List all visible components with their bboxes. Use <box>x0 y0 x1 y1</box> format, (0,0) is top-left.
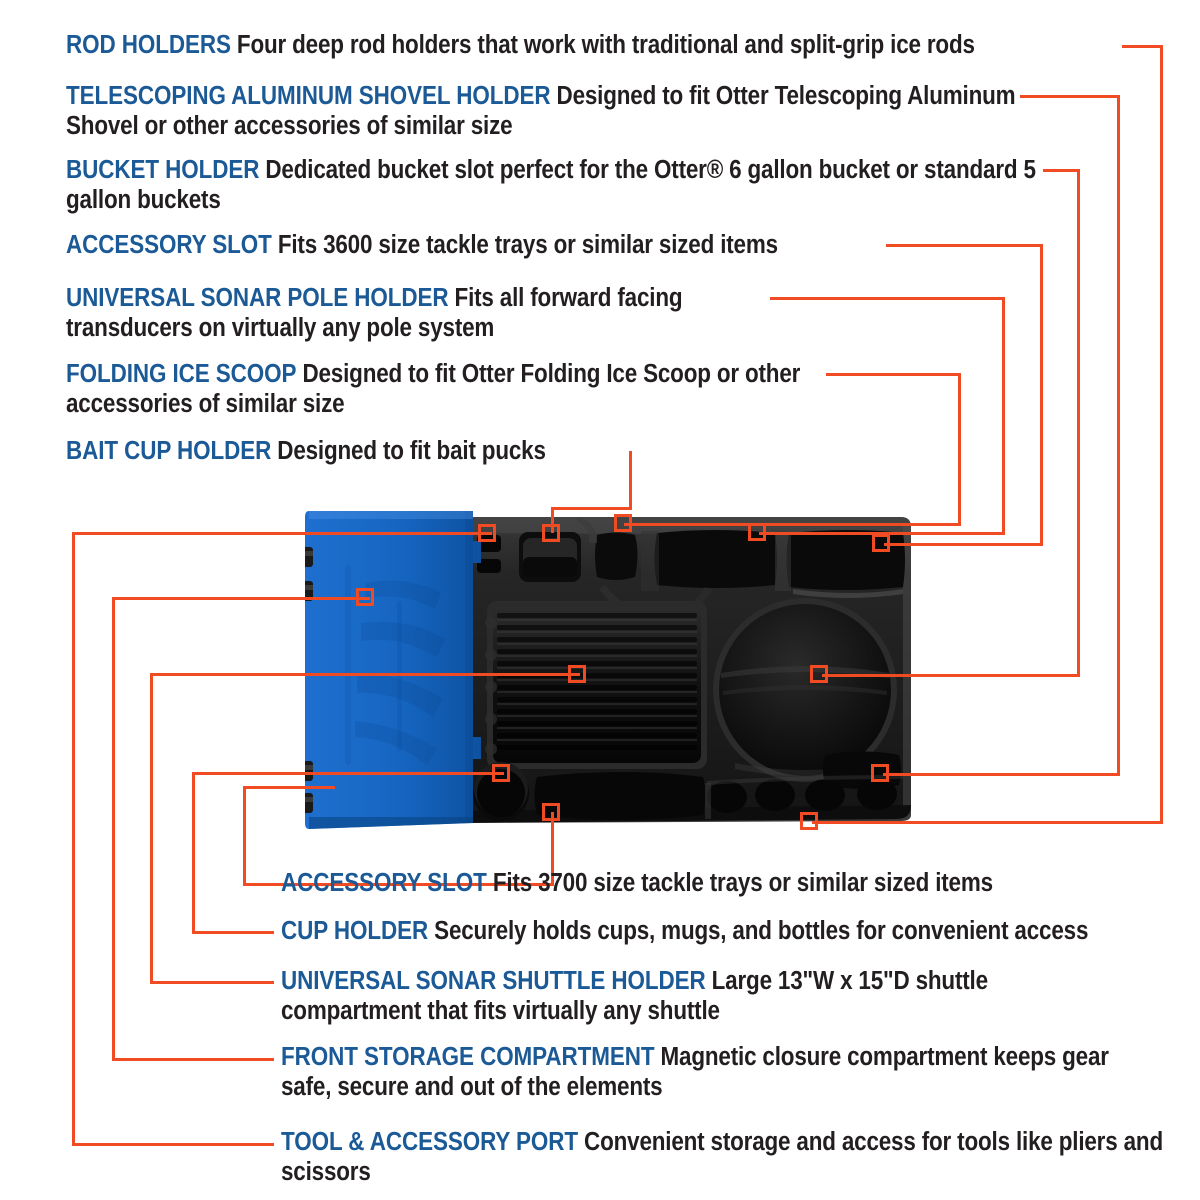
callout-accessory-slot-3700-heading: ACCESSORY SLOT <box>281 869 487 897</box>
leader-acc3600-h2 <box>884 543 1043 546</box>
marker-accessory-slot-3700 <box>542 803 560 821</box>
marker-rod-holders <box>800 812 818 830</box>
callout-accessory-slot-3700-body: Fits 3700 size tackle trays or similar s… <box>492 869 993 897</box>
leader-toolport-v <box>72 532 75 1146</box>
marker-accessory-slot-3600 <box>872 534 890 552</box>
leader-shovel-h2 <box>883 773 1120 776</box>
callout-bait-cup-holder-body: Designed to fit bait pucks <box>277 437 546 465</box>
marker-sonar-shuttle-holder <box>568 665 586 683</box>
callout-telescoping-shovel: TELESCOPING ALUMINUM SHOVEL HOLDER Desig… <box>66 81 1034 141</box>
leader-cupholder-v <box>192 772 195 934</box>
leader-shuttle-h2 <box>150 981 274 984</box>
marker-bucket-holder <box>810 665 828 683</box>
callout-folding-ice-scoop-heading: FOLDING ICE SCOOP <box>66 360 297 388</box>
leader-baitcup-v2 <box>551 507 554 533</box>
leader-bucket-h1 <box>1043 169 1080 172</box>
callout-bucket-holder-heading: BUCKET HOLDER <box>66 156 260 184</box>
callout-folding-ice-scoop: FOLDING ICE SCOOP Designed to fit Otter … <box>66 359 858 419</box>
leader-cupholder-h1 <box>192 772 504 775</box>
callout-cup-holder-heading: CUP HOLDER <box>281 917 429 945</box>
callout-rod-holders-body: Four deep rod holders that work with tra… <box>236 31 975 59</box>
callout-telescoping-shovel-heading: TELESCOPING ALUMINUM SHOVEL HOLDER <box>66 82 551 110</box>
callout-folding-ice-scoop-body: Designed to fit Otter Folding Ice Scoop … <box>66 360 801 418</box>
callout-rod-holders-heading: ROD HOLDERS <box>66 31 231 59</box>
marker-bait-cup-holder <box>542 524 560 542</box>
callout-sonar-shuttle-holder-heading: UNIVERSAL SONAR SHUTTLE HOLDER <box>281 967 706 995</box>
leader-acc3700-v <box>551 812 554 886</box>
leader-acc3600-v <box>1040 244 1043 545</box>
product-image <box>305 505 915 835</box>
callout-sonar-pole-holder-body: Fits all forward facing transducers on v… <box>66 284 683 342</box>
callout-cup-holder: CUP HOLDER Securely holds cups, mugs, an… <box>281 916 1200 946</box>
leader-cupholder-h2 <box>192 931 274 934</box>
callout-front-storage-heading: FRONT STORAGE COMPARTMENT <box>281 1043 655 1071</box>
leader-sonarpole-v <box>1002 297 1005 535</box>
leader-scoop-h1 <box>826 373 961 376</box>
leader-scoop-v <box>958 373 961 525</box>
leader-baitcup-v1 <box>629 451 632 509</box>
callout-front-storage: FRONT STORAGE COMPARTMENT Magnetic closu… <box>281 1042 1126 1102</box>
callout-tool-accessory-port-heading: TOOL & ACCESSORY PORT <box>281 1128 578 1156</box>
callout-front-storage-body: Magnetic closure compartment keeps gear … <box>281 1043 1109 1101</box>
leader-frontstore-h1 <box>112 597 370 600</box>
leader-baitcup-h <box>551 507 632 510</box>
leader-acc3700-v2 <box>243 786 246 885</box>
leader-shuttle-v <box>150 673 153 984</box>
leader-rod-holders-h2 <box>812 821 1163 824</box>
callout-bait-cup-holder-heading: BAIT CUP HOLDER <box>66 437 272 465</box>
callout-rod-holders: ROD HOLDERS Four deep rod holders that w… <box>66 30 1131 60</box>
leader-rod-holders-h1 <box>1122 45 1163 48</box>
callout-sonar-pole-holder-heading: UNIVERSAL SONAR POLE HOLDER <box>66 284 449 312</box>
callout-bucket-holder-body: Dedicated bucket slot perfect for the Ot… <box>66 156 1036 214</box>
marker-tool-accessory-port <box>478 524 496 542</box>
leader-toolport-h1 <box>72 532 492 535</box>
leader-acc3700-h1 <box>243 883 553 886</box>
callout-tool-accessory-port: TOOL & ACCESSORY PORT Convenient storage… <box>281 1127 1196 1187</box>
marker-cup-holder <box>492 764 510 782</box>
marker-telescoping-shovel-holder <box>871 764 889 782</box>
leader-bucket-v <box>1077 169 1080 677</box>
marker-front-storage-compartment <box>356 588 374 606</box>
callout-accessory-slot-3600: ACCESSORY SLOT Fits 3600 size tackle tra… <box>66 230 1078 260</box>
leader-frontstore-v <box>112 597 115 1061</box>
leader-acc3600-h1 <box>886 244 1043 247</box>
callout-bait-cup-holder: BAIT CUP HOLDER Designed to fit bait puc… <box>66 436 858 466</box>
marker-folding-ice-scoop <box>614 514 632 532</box>
callout-tool-accessory-port-body: Convenient storage and access for tools … <box>281 1128 1163 1186</box>
leader-shovel-h1 <box>1020 95 1120 98</box>
callout-sonar-shuttle-holder: UNIVERSAL SONAR SHUTTLE HOLDER Large 13"… <box>281 966 1126 1026</box>
marker-sonar-pole-holder <box>748 523 766 541</box>
callout-accessory-slot-3600-body: Fits 3600 size tackle trays or similar s… <box>277 231 778 259</box>
leader-sonarpole-h1 <box>770 297 1005 300</box>
callout-cup-holder-body: Securely holds cups, mugs, and bottles f… <box>434 917 1089 945</box>
leader-acc3700-h2 <box>243 786 335 789</box>
leader-frontstore-h2 <box>112 1058 274 1061</box>
callout-telescoping-shovel-body: Designed to fit Otter Telescoping Alumin… <box>66 82 1016 140</box>
callout-accessory-slot-3700: ACCESSORY SLOT Fits 3700 size tackle tra… <box>281 868 1200 898</box>
leader-shuttle-h1 <box>150 673 580 676</box>
callout-sonar-shuttle-holder-body: Large 13"W x 15"D shuttle compartment th… <box>281 967 988 1025</box>
leader-bucket-h2 <box>822 674 1080 677</box>
callout-accessory-slot-3600-heading: ACCESSORY SLOT <box>66 231 272 259</box>
leader-sonarpole-h2 <box>759 532 1005 535</box>
leader-rod-holders-v <box>1160 45 1163 824</box>
leader-shovel-v <box>1117 95 1120 776</box>
leader-toolport-h2 <box>72 1143 274 1146</box>
callout-bucket-holder: BUCKET HOLDER Dedicated bucket slot perf… <box>66 155 1052 215</box>
callout-sonar-pole-holder: UNIVERSAL SONAR POLE HOLDER Fits all for… <box>66 283 796 343</box>
leader-scoop-h2 <box>624 523 961 526</box>
